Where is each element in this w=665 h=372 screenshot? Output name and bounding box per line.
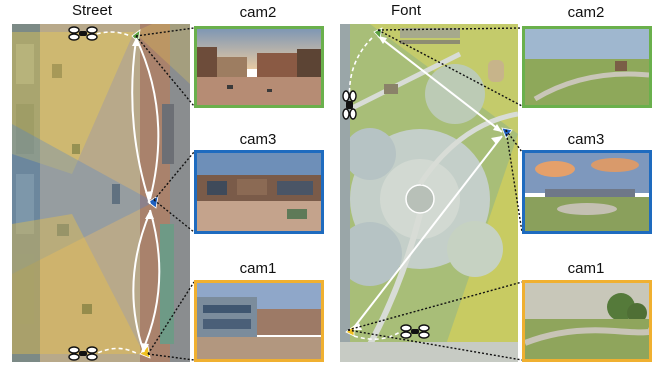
drone-icon [68, 346, 98, 361]
drone-icon [400, 324, 430, 339]
font-cam3-view [522, 150, 652, 234]
font-cam3-label: cam3 [567, 131, 605, 148]
drone-icon [342, 90, 357, 120]
font-title: Font [390, 2, 421, 19]
font-map [340, 24, 518, 362]
street-cam1-view [194, 280, 324, 362]
font-cam1-view [522, 280, 652, 362]
street-cam1-label: cam1 [239, 260, 277, 277]
street-cam2-label: cam2 [239, 4, 277, 21]
street-cam3-view [194, 150, 324, 234]
font-cam1-marker [345, 325, 355, 337]
street-title: Street [71, 2, 113, 19]
font-cam1-label: cam1 [567, 260, 605, 277]
street-cam2-view [194, 26, 324, 108]
font-cam2-view [522, 26, 652, 108]
font-cam3-marker [501, 127, 513, 139]
street-map [12, 24, 190, 362]
font-cam2-label: cam2 [567, 4, 605, 21]
drone-icon [68, 26, 98, 41]
font-cam2-marker [373, 27, 383, 39]
street-cam3-label: cam3 [239, 131, 277, 148]
